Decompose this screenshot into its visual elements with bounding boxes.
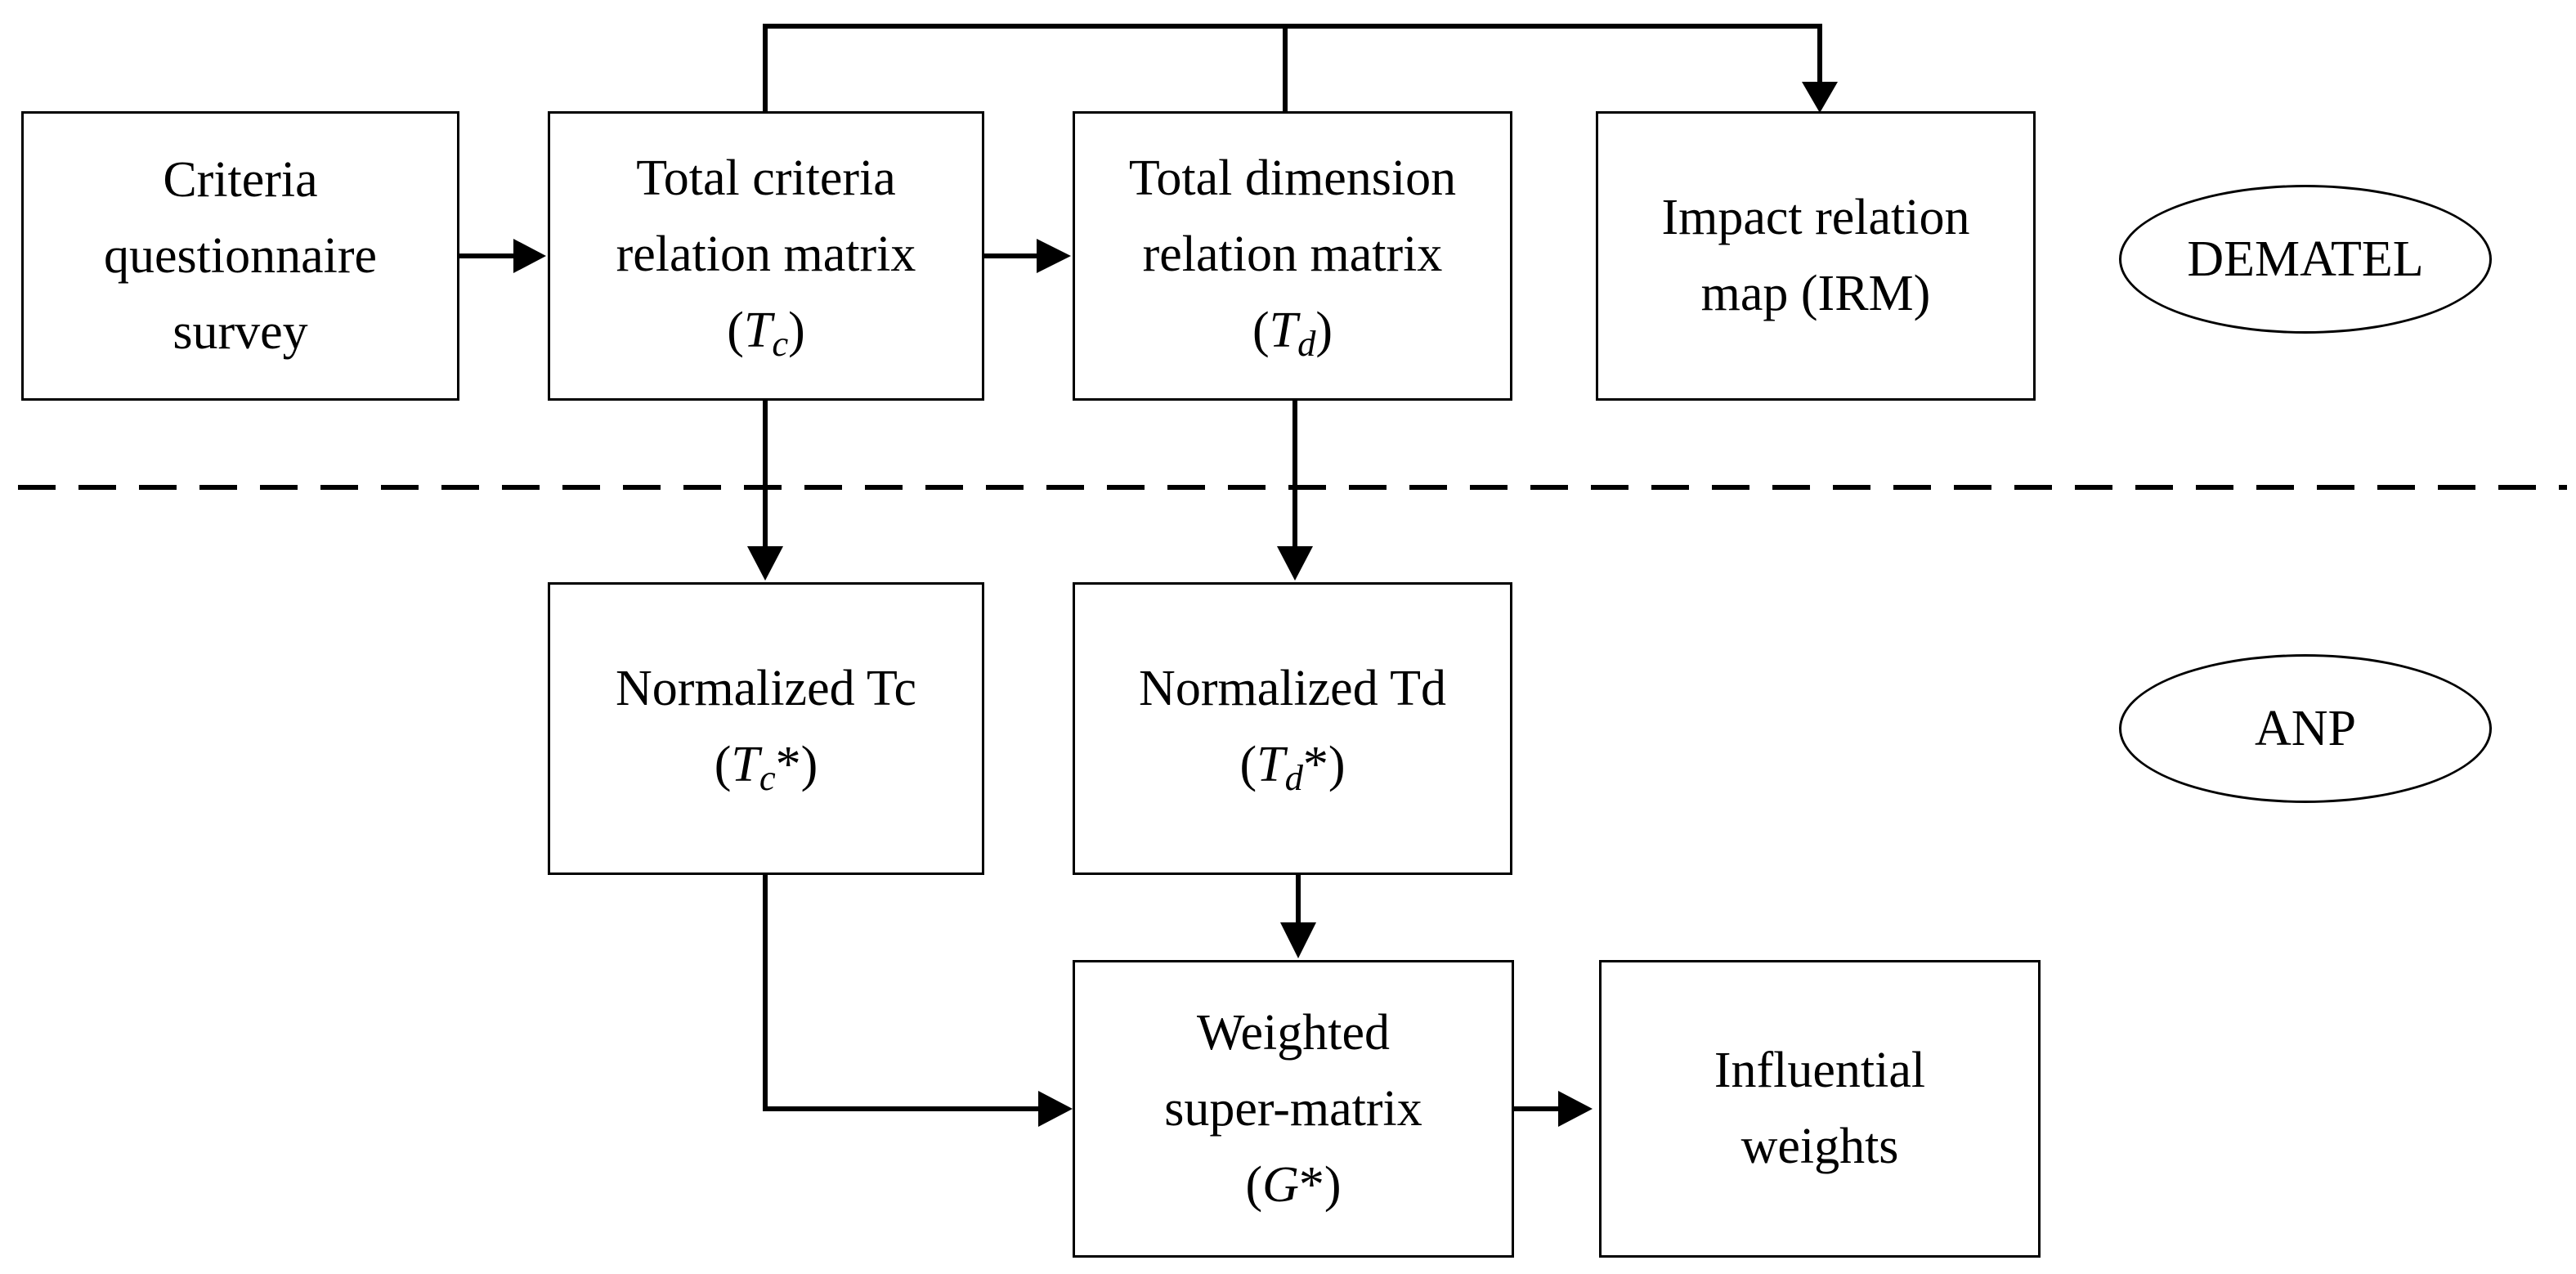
symbol-sub: c xyxy=(759,757,776,799)
symbol-close: ) xyxy=(1315,302,1333,358)
arrowhead-influential xyxy=(1558,1091,1593,1127)
arrowhead-td xyxy=(1037,239,1071,273)
arrowhead-normtc xyxy=(747,546,783,581)
symbol-close: *) xyxy=(1298,1156,1342,1213)
impact-map-line-1: Impact relation xyxy=(1661,190,1970,245)
symbol-open: ( xyxy=(714,737,732,793)
arrowhead-weighted-left xyxy=(1038,1091,1073,1127)
normalized-tc-symbol: (Tc*) xyxy=(715,727,818,805)
symbol-open: ( xyxy=(1239,737,1257,793)
total-criteria-symbol: (Tc) xyxy=(727,293,805,371)
symbol-close: *) xyxy=(775,737,818,793)
phase-label-anp-text: ANP xyxy=(2254,700,2357,756)
criteria-survey-line-3: survey xyxy=(172,303,308,360)
arrowhead-tc xyxy=(513,239,546,273)
total-criteria-line-1: Total criteria xyxy=(636,150,896,206)
weighted-supermatrix-symbol: (G*) xyxy=(1245,1147,1341,1223)
criteria-survey-box: Criteria questionnaire survey xyxy=(21,111,459,401)
influential-weights-box: Influential weights xyxy=(1599,960,2041,1258)
phase-label-dematel: DEMATEL xyxy=(2119,185,2492,334)
normalized-tc-box: Normalized Tc (Tc*) xyxy=(548,582,984,875)
arrowhead-normtd xyxy=(1277,546,1313,581)
impact-map-box: Impact relation map (IRM) xyxy=(1596,111,2036,401)
total-criteria-line-2: relation matrix xyxy=(616,226,916,282)
phase-label-dematel-text: DEMATEL xyxy=(2187,231,2424,287)
symbol-sub: d xyxy=(1284,757,1303,799)
symbol-main: G xyxy=(1262,1156,1299,1213)
arrowhead-irm xyxy=(1802,82,1838,113)
criteria-survey-line-1: Criteria xyxy=(163,151,318,208)
total-dimension-box: Total dimension relation matrix (Td) xyxy=(1073,111,1512,401)
feedback-line xyxy=(763,24,1822,113)
symbol-open: ( xyxy=(727,302,744,358)
phase-label-anp: ANP xyxy=(2119,654,2492,803)
normalized-td-symbol: (Td*) xyxy=(1239,727,1345,805)
arrow-normtc-to-weighted xyxy=(763,873,1040,1111)
symbol-close: *) xyxy=(1302,737,1346,793)
total-dimension-symbol: (Td) xyxy=(1252,293,1333,371)
symbol-main: T xyxy=(731,737,759,793)
symbol-sub: c xyxy=(772,323,789,365)
symbol-main: T xyxy=(1257,737,1285,793)
symbol-open: ( xyxy=(1252,302,1270,358)
weighted-supermatrix-box: Weighted super-matrix (G*) xyxy=(1073,960,1514,1258)
influential-weights-line-1: Influential xyxy=(1714,1043,1926,1098)
symbol-sub: d xyxy=(1297,323,1316,365)
total-dimension-line-2: relation matrix xyxy=(1142,226,1443,282)
influential-weights-line-2: weights xyxy=(1740,1119,1899,1174)
arrowhead-weighted-top xyxy=(1280,922,1316,958)
normalized-tc-line-1: Normalized Tc xyxy=(615,661,917,717)
symbol-open: ( xyxy=(1245,1156,1263,1213)
weighted-supermatrix-line-1: Weighted xyxy=(1196,1004,1391,1061)
impact-map-line-2: map (IRM) xyxy=(1700,266,1931,321)
normalized-td-line-1: Normalized Td xyxy=(1139,661,1446,717)
total-criteria-box: Total criteria relation matrix (Tc) xyxy=(548,111,984,401)
criteria-survey-line-2: questionnaire xyxy=(103,227,377,284)
symbol-main: T xyxy=(743,302,773,358)
total-dimension-line-1: Total dimension xyxy=(1128,150,1457,206)
weighted-supermatrix-line-2: super-matrix xyxy=(1164,1080,1422,1137)
normalized-td-box: Normalized Td (Td*) xyxy=(1073,582,1512,875)
symbol-close: ) xyxy=(788,302,805,358)
symbol-main: T xyxy=(1269,302,1298,358)
